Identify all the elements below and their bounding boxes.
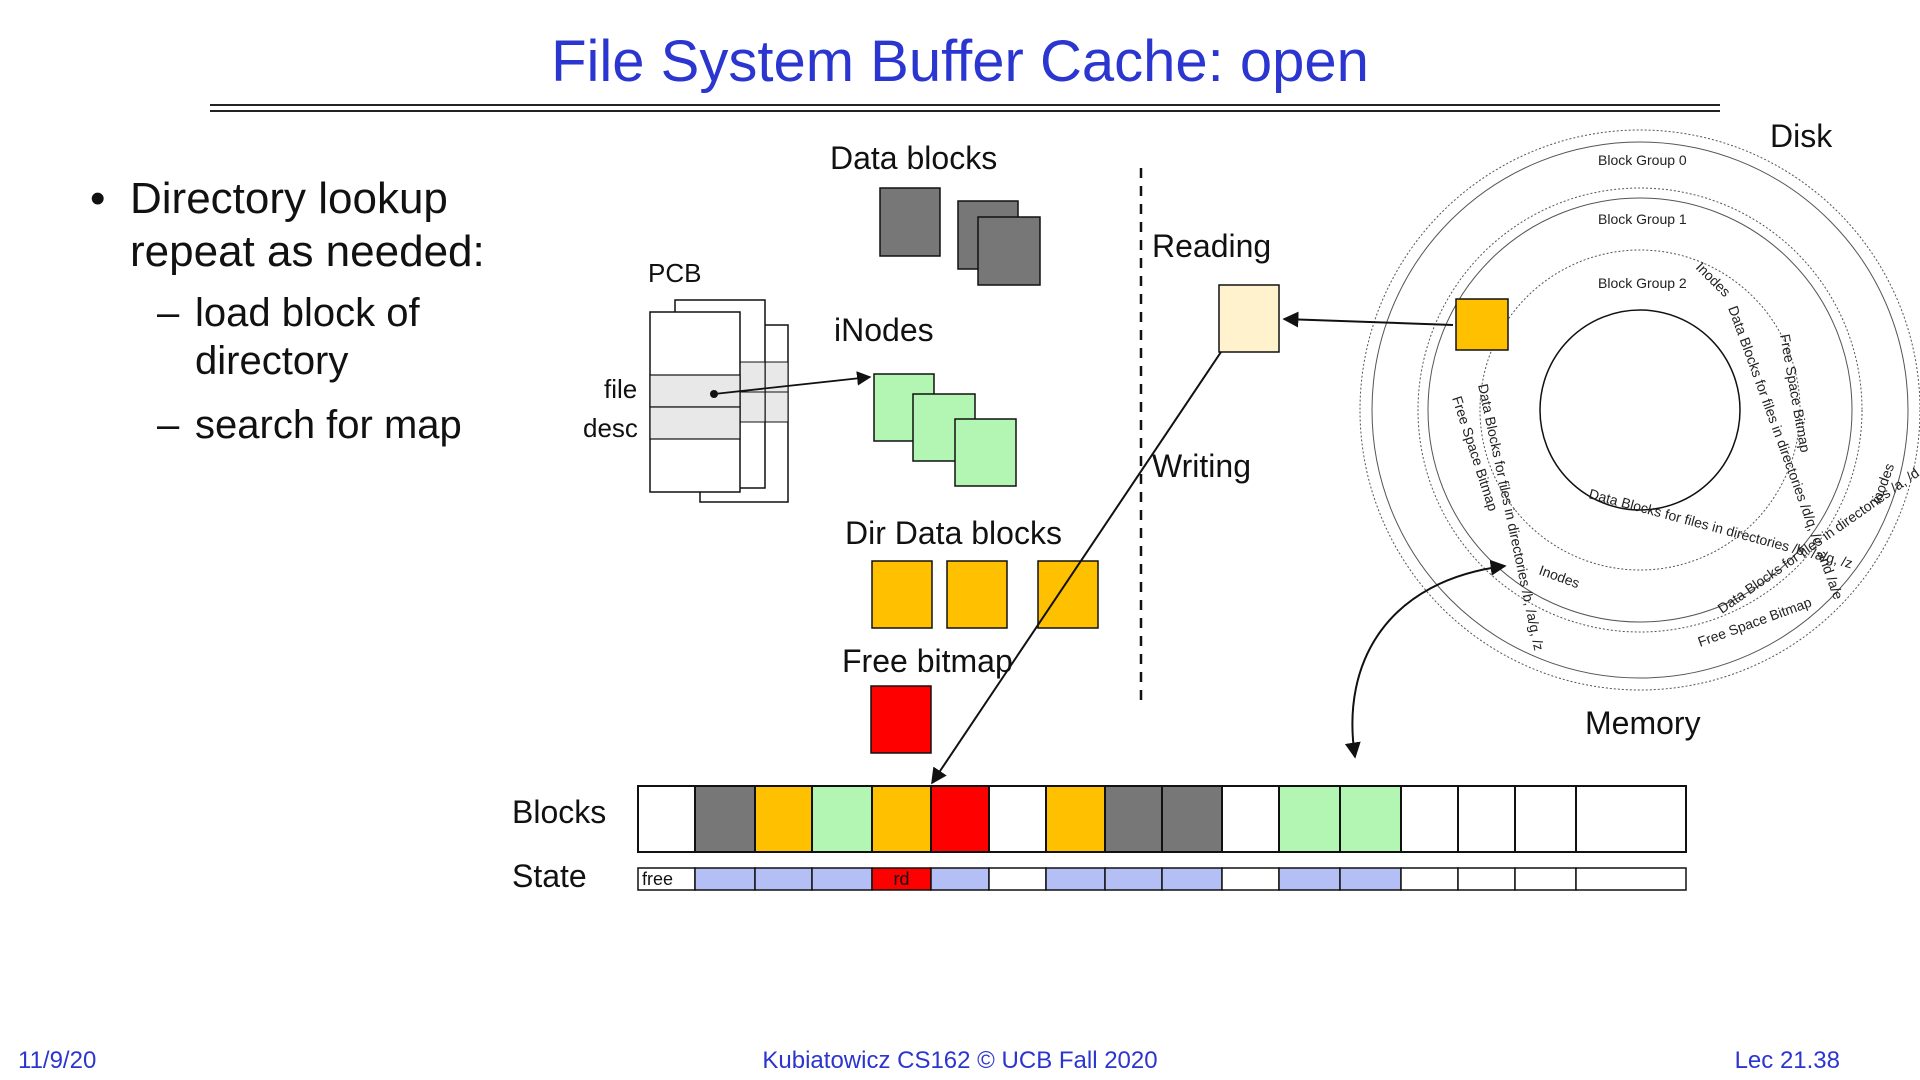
slide-title: File System Buffer Cache: open xyxy=(551,29,1369,94)
subbullet-dash: – xyxy=(157,403,180,447)
label-state: State xyxy=(512,858,587,894)
disk-label-inodes-1: Inodes xyxy=(1693,259,1734,300)
label-data-blocks: Data blocks xyxy=(830,140,998,176)
state-cell-empty xyxy=(1514,867,1577,891)
bullet-directory-lookup: • Directory lookup repeat as needed: xyxy=(90,172,485,278)
state-row: free rd xyxy=(637,867,1687,891)
reading-block xyxy=(1218,284,1280,353)
disk-diagram: Block Group 0 Block Group 1 Block Group … xyxy=(1359,129,1920,691)
state-cell-empty xyxy=(1400,867,1459,891)
label-free-bitmap: Free bitmap xyxy=(842,643,1013,679)
footer-course: Kubiatowicz CS162 © UCB Fall 2020 xyxy=(762,1047,1158,1074)
disk-label-fsb-3: Free Space Bitmap xyxy=(1696,594,1814,650)
pcb-desc-row xyxy=(649,406,741,440)
file-desc-pointer-arrow xyxy=(713,371,872,395)
label-file: file xyxy=(604,374,638,404)
disk-label-group0: Block Group 0 xyxy=(1598,152,1687,168)
disk-ring-group1 xyxy=(1417,187,1863,633)
disk-label-group2: Block Group 2 xyxy=(1598,275,1687,291)
dir-data-block-1 xyxy=(871,560,933,629)
state-label-free: free xyxy=(642,869,673,889)
disk-hub xyxy=(1539,309,1741,511)
subbullet-line1: load block of xyxy=(195,291,420,335)
label-memory: Memory xyxy=(1585,705,1701,741)
memory-block-dir xyxy=(1045,785,1106,853)
memory-blocks-row xyxy=(637,785,1687,853)
memory-block-empty xyxy=(988,785,1047,853)
bullet-dot: • xyxy=(90,174,106,223)
state-cell-busy xyxy=(694,867,756,891)
label-pcb: PCB xyxy=(648,258,702,288)
state-cell-empty xyxy=(1457,867,1516,891)
memory-block-empty xyxy=(1400,785,1459,853)
memory-block-data xyxy=(1161,785,1223,853)
memory-block-empty xyxy=(1457,785,1516,853)
bullet-line2: repeat as needed: xyxy=(130,227,485,276)
footer-date: 11/9/20 xyxy=(18,1047,97,1074)
disk-label-data-bagz-outer: Data Blocks for files in directories /b,… xyxy=(1475,382,1547,652)
memory-block-inode xyxy=(811,785,873,853)
state-cell-busy xyxy=(1278,867,1341,891)
subbullet-load-block: – load block of directory xyxy=(157,289,420,385)
memory-block-inode xyxy=(1278,785,1341,853)
state-cell-busy xyxy=(930,867,990,891)
state-cell-empty xyxy=(988,867,1047,891)
label-dir-data-blocks: Dir Data blocks xyxy=(845,515,1062,551)
state-cell-busy xyxy=(1339,867,1402,891)
disk-ring-group1-inner xyxy=(1427,197,1853,623)
memory-block-data xyxy=(1104,785,1163,853)
state-cell-busy xyxy=(1104,867,1163,891)
data-block-3 xyxy=(977,216,1041,286)
disk-ring-outer-2 xyxy=(1371,141,1909,679)
memory-block-empty xyxy=(1575,785,1687,853)
title-rule-double xyxy=(210,110,1720,112)
subbullet-line2: directory xyxy=(195,339,349,383)
memory-block-empty xyxy=(637,785,696,853)
state-cell-busy xyxy=(754,867,813,891)
label-reading: Reading xyxy=(1152,228,1272,264)
label-desc: desc xyxy=(583,413,638,443)
state-cell-empty xyxy=(1221,867,1280,891)
label-inodes: iNodes xyxy=(834,312,934,348)
state-cell-empty xyxy=(1575,867,1687,891)
state-cell-busy xyxy=(1161,867,1223,891)
label-disk: Disk xyxy=(1770,118,1833,154)
memory-block-dir xyxy=(754,785,813,853)
memory-block-bitmap xyxy=(930,785,990,853)
disk-ring-group2 xyxy=(1479,249,1801,571)
state-cell-busy xyxy=(811,867,873,891)
memory-block-empty xyxy=(1514,785,1577,853)
label-blocks: Blocks xyxy=(512,794,607,830)
subbullet-dash: – xyxy=(157,291,180,335)
load-arrow xyxy=(931,351,1222,785)
dir-data-block-3 xyxy=(1037,560,1099,629)
bullet-line1: Directory lookup xyxy=(130,174,448,223)
state-cell-busy xyxy=(1045,867,1106,891)
footer-lecture: Lec 21.38 xyxy=(1734,1047,1840,1074)
subbullet-line1: search for map xyxy=(195,403,462,447)
title-rule xyxy=(210,104,1720,106)
inode-block-3 xyxy=(954,418,1017,487)
disk-memory-arrow xyxy=(1344,559,1507,759)
subbullet-search-map: – search for map xyxy=(157,401,462,449)
free-bitmap-block xyxy=(870,685,932,754)
memory-block-inode xyxy=(1339,785,1402,853)
disk-label-group1: Block Group 1 xyxy=(1598,211,1687,227)
data-block-1 xyxy=(879,187,941,257)
memory-block-data xyxy=(694,785,756,853)
disk-label-inodes-2: Inodes xyxy=(1537,562,1582,591)
state-label-rd: rd xyxy=(894,869,910,889)
read-arrow xyxy=(1282,311,1454,328)
label-writing: Writing xyxy=(1152,448,1251,484)
memory-block-dir xyxy=(871,785,932,853)
pcb-file-row xyxy=(649,374,741,408)
memory-block-empty xyxy=(1221,785,1280,853)
dir-data-block-2 xyxy=(946,560,1008,629)
disk-dir-block xyxy=(1455,298,1509,351)
